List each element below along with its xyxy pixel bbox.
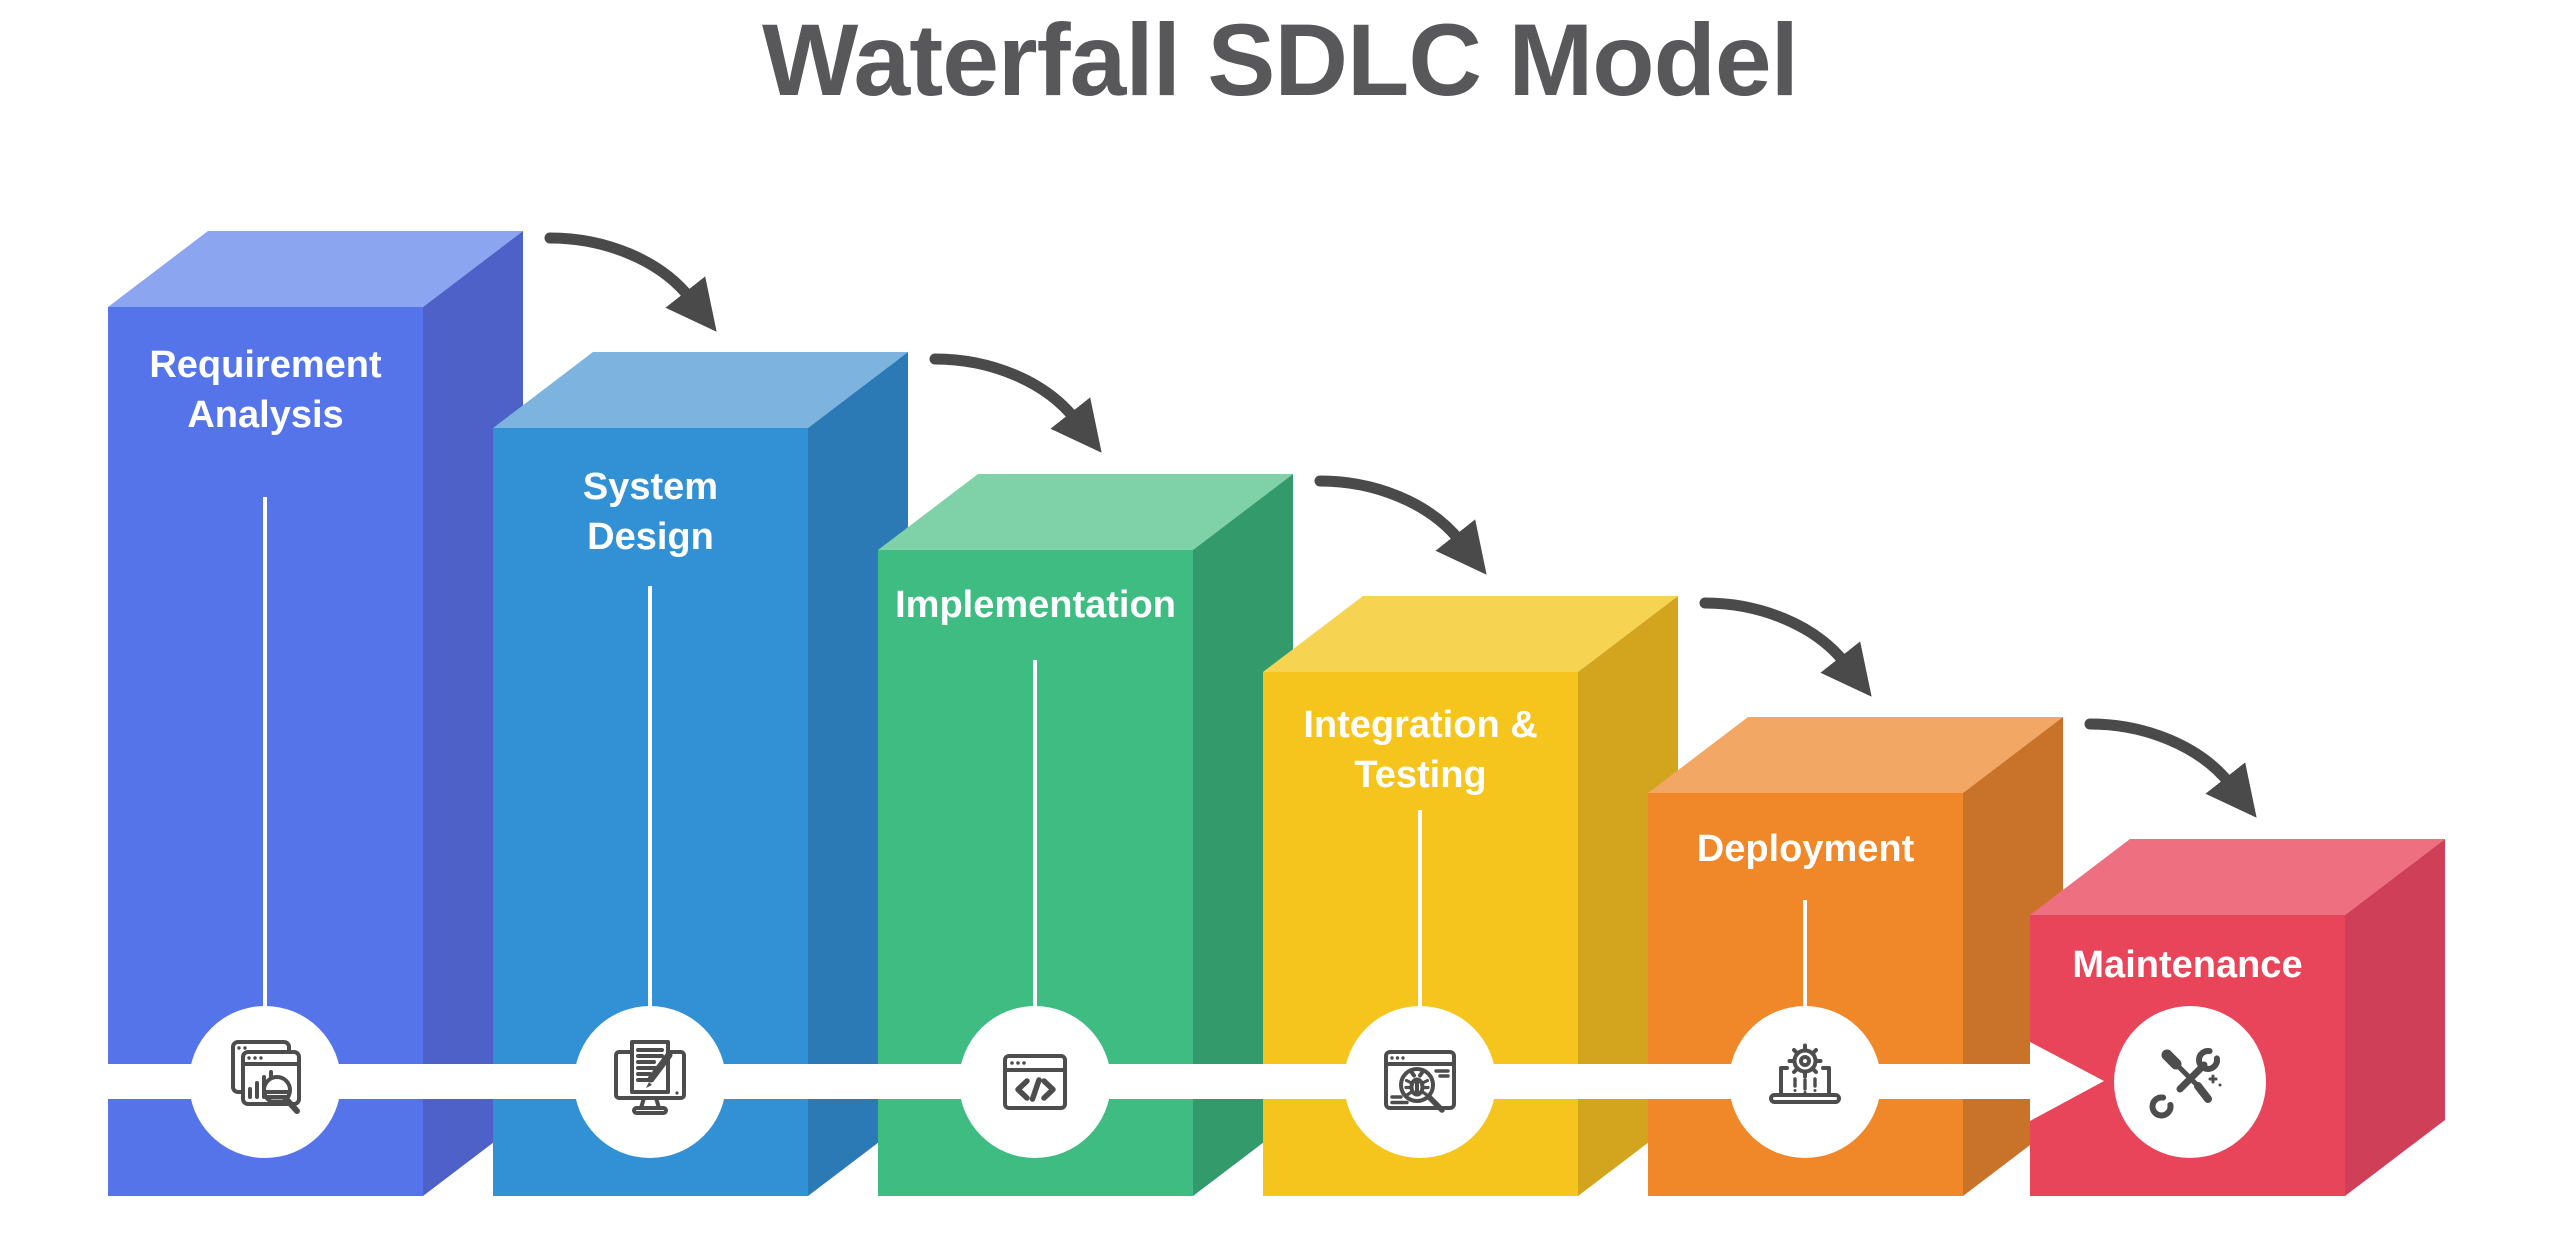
block-side-face xyxy=(2345,839,2445,1196)
block-top-face xyxy=(108,231,523,307)
flow-arrow-5 xyxy=(2084,718,2257,818)
label-connector-line xyxy=(263,497,267,1008)
step-icon-circle xyxy=(959,1006,1111,1158)
code-icon xyxy=(1003,1054,1067,1110)
analysis-icon xyxy=(231,1040,301,1114)
step-label-requirement-analysis: Requirement Analysis xyxy=(149,344,382,437)
timeline-arrowhead xyxy=(2030,1042,2104,1121)
block-top-face xyxy=(2030,839,2445,915)
label-connector-line xyxy=(648,586,652,1008)
label-connector-line xyxy=(1803,900,1807,1008)
flow-arrow-3 xyxy=(1314,475,1487,575)
flow-arrow-1 xyxy=(544,232,717,332)
page-title: Waterfall SDLC Model xyxy=(762,3,1799,117)
block-top-face xyxy=(493,352,908,428)
block-top-face xyxy=(1648,717,2063,793)
design-icon xyxy=(614,1040,686,1115)
step-label-integration-testing: Integration & Testing xyxy=(1303,704,1538,797)
maintenance-icon xyxy=(2149,1048,2222,1119)
block-top-face xyxy=(878,474,1293,550)
step-label-deployment: Deployment xyxy=(1696,828,1915,870)
label-connector-line xyxy=(1418,810,1422,1008)
step-label-maintenance: Maintenance xyxy=(2072,944,2303,986)
block-maintenance xyxy=(2030,839,2445,1196)
label-connector-line xyxy=(1033,660,1037,1008)
testing-icon xyxy=(1384,1050,1456,1113)
step-label-system-design: System Design xyxy=(582,466,719,559)
deployment-icon xyxy=(1769,1043,1841,1104)
flow-arrow-4 xyxy=(1699,597,1872,697)
block-top-face xyxy=(1263,596,1678,672)
step-label-implementation: Implementation xyxy=(895,584,1176,626)
flow-arrow-2 xyxy=(929,353,1102,453)
